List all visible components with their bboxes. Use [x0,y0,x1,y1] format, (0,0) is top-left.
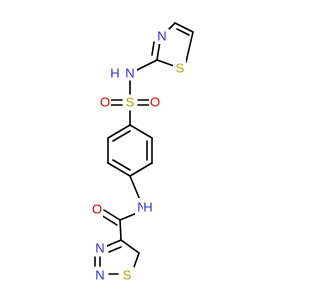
bond-c2-nh [136,59,158,71]
atom-thiadiazole-n3: N [93,240,107,256]
bond-thiazole-c4-c5 [174,22,194,33]
bond-thiazole-c5-s [185,31,194,63]
atom-label-amide-h: H [143,200,152,215]
atom-sulfonyl-o-right: O [149,95,161,110]
bond-amide-n-carbonyl [119,212,138,221]
bond-thiazole-s-c2 [156,59,175,67]
atom-nh-sulfonamide: H N [105,65,137,81]
atom-thiadiazole-s1: S [120,267,134,283]
bond-thiazole-c2-n [156,40,161,61]
bond-thiadiazole-c5-s1 [133,252,140,268]
bond-carbonyl-c4 [119,219,122,241]
atom-amide-h: H [143,199,155,215]
bond-c4-amide-n [129,175,141,201]
atom-label-thiadiazole-n2: N [95,268,104,283]
bond-benz-4-5 [107,162,131,177]
atom-label-sulfonyl-s: S [126,95,135,110]
molecule-structure: N S H N S O O O N [91,22,194,283]
atom-s-thiazole: S [173,60,186,76]
atom-sulfonyl-o-left: O [99,95,111,110]
bond-thiadiazole-n3-c4-inner [108,246,122,253]
bonds [94,22,194,275]
atom-amide-o: O [91,202,103,217]
atom-n-thiazole: N [156,29,169,44]
atom-label-nh-sulfonamide-n: N [125,66,134,81]
atom-label-thiadiazole-n3: N [95,241,104,256]
bond-benz-3-4 [129,162,153,177]
bond-carbonyl-o-a [103,209,121,221]
bond-thiazole-c2-n-inner [151,41,155,56]
bond-carbonyl-o-b [100,214,118,226]
atom-label-thiadiazole-s1: S [123,268,132,283]
bond-benz-1-2 [129,124,153,139]
atom-label-sulfonyl-o-left: O [100,95,110,110]
bond-thiadiazole-c4-c5 [120,239,140,254]
bond-benz-6-1 [107,124,131,139]
atom-label-sulfonyl-o-right: O [150,95,160,110]
atom-label-n-thiazole: N [157,29,166,44]
bond-benz-6-1-inner [112,130,131,142]
atoms: N S H N S O O O N [91,29,186,283]
atom-sulfonyl-s: S [123,95,137,110]
atom-label-amide-o: O [92,202,102,217]
bond-benz-4-5-inner [112,159,131,171]
bond-thiadiazole-n3-c4 [106,239,122,247]
atom-label-s-thiazole: S [176,61,185,76]
atom-label-nh-sulfonamide-h: H [110,66,119,81]
atom-label-amide-n: N [137,200,146,215]
bond-thiazole-c4-c5-inner [176,28,190,36]
atom-thiadiazole-n2: N [93,267,107,283]
